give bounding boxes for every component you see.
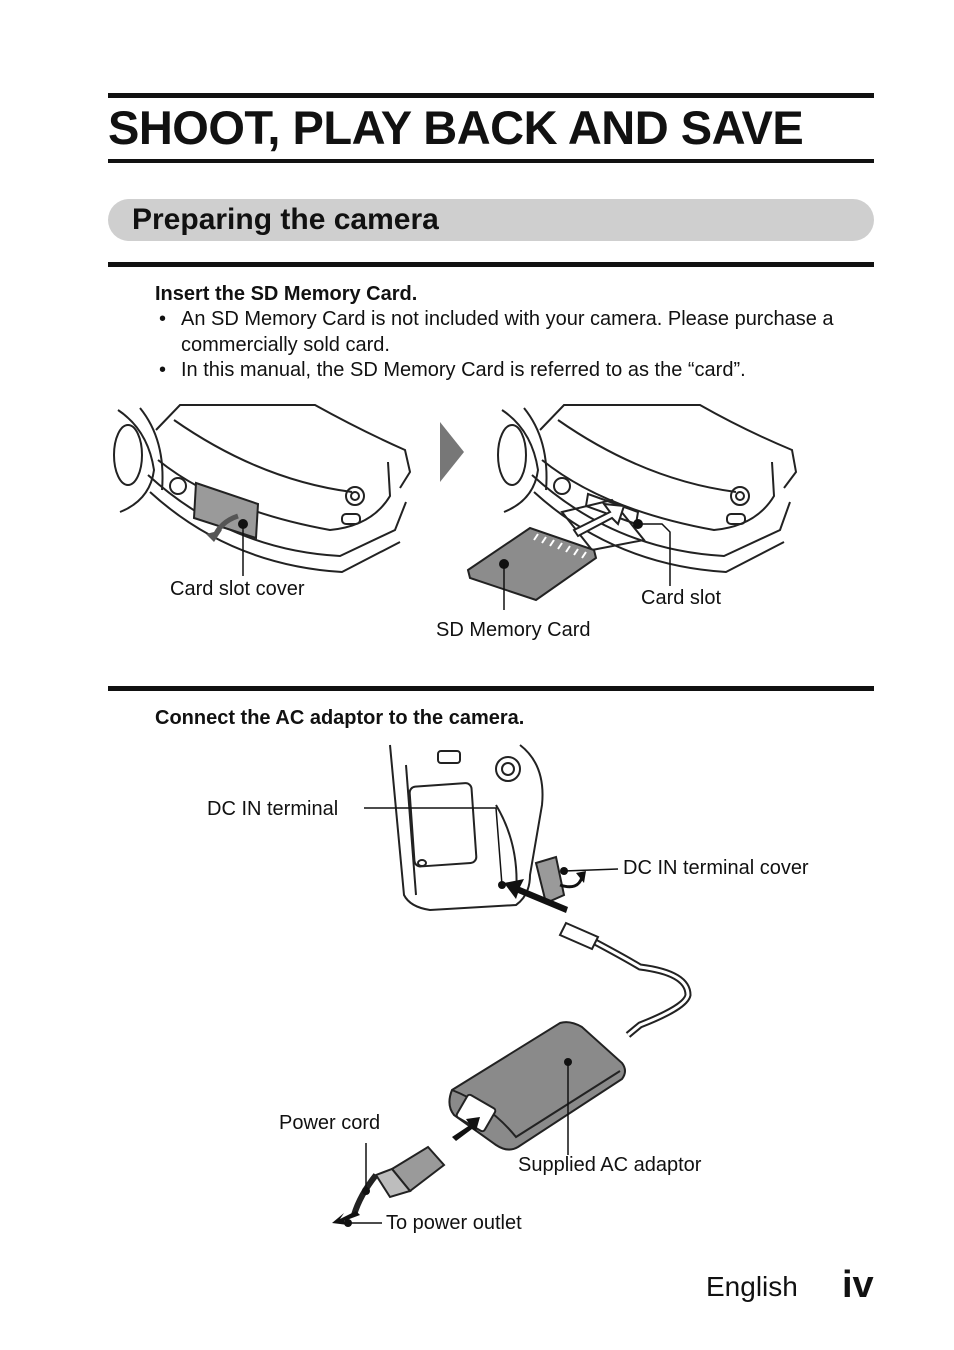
page-number: iv [842,1264,874,1306]
label-to-power-outlet: To power outlet [386,1212,522,1234]
step2-heading: Connect the AC adaptor to the camera. [155,707,525,729]
label-supplied-ac-adaptor: Supplied AC adaptor [518,1154,702,1176]
step1-bullet-list: An SD Memory Card is not included with y… [155,307,855,384]
section-header: Preparing the camera [108,199,874,241]
ac-adaptor-connection-illustration [332,744,692,1227]
title-rule-bottom [108,159,874,163]
camera-card-insert-illustration [466,404,798,610]
footer-language: English [706,1271,798,1302]
sd-card-icon [466,526,598,602]
step1-rule [108,262,874,267]
label-sd-memory-card: SD Memory Card [436,619,591,641]
label-power-cord: Power cord [279,1112,381,1134]
list-item: An SD Memory Card is not included with y… [155,307,855,358]
label-dc-in-terminal-cover: DC IN terminal cover [623,857,809,879]
step1-heading: Insert the SD Memory Card. [155,283,418,305]
section-title: Preparing the camera [132,203,439,236]
next-arrow-icon [440,422,464,482]
label-card-slot: Card slot [641,587,722,609]
label-dc-in-terminal: DC IN terminal [207,798,339,820]
title-rule-top [108,93,874,98]
list-item: In this manual, the SD Memory Card is re… [155,358,855,384]
camera-card-slot-cover-illustration [113,404,412,576]
step2-rule [108,686,874,691]
page-title: SHOOT, PLAY BACK AND SAVE [108,101,804,154]
label-card-slot-cover: Card slot cover [170,578,305,600]
